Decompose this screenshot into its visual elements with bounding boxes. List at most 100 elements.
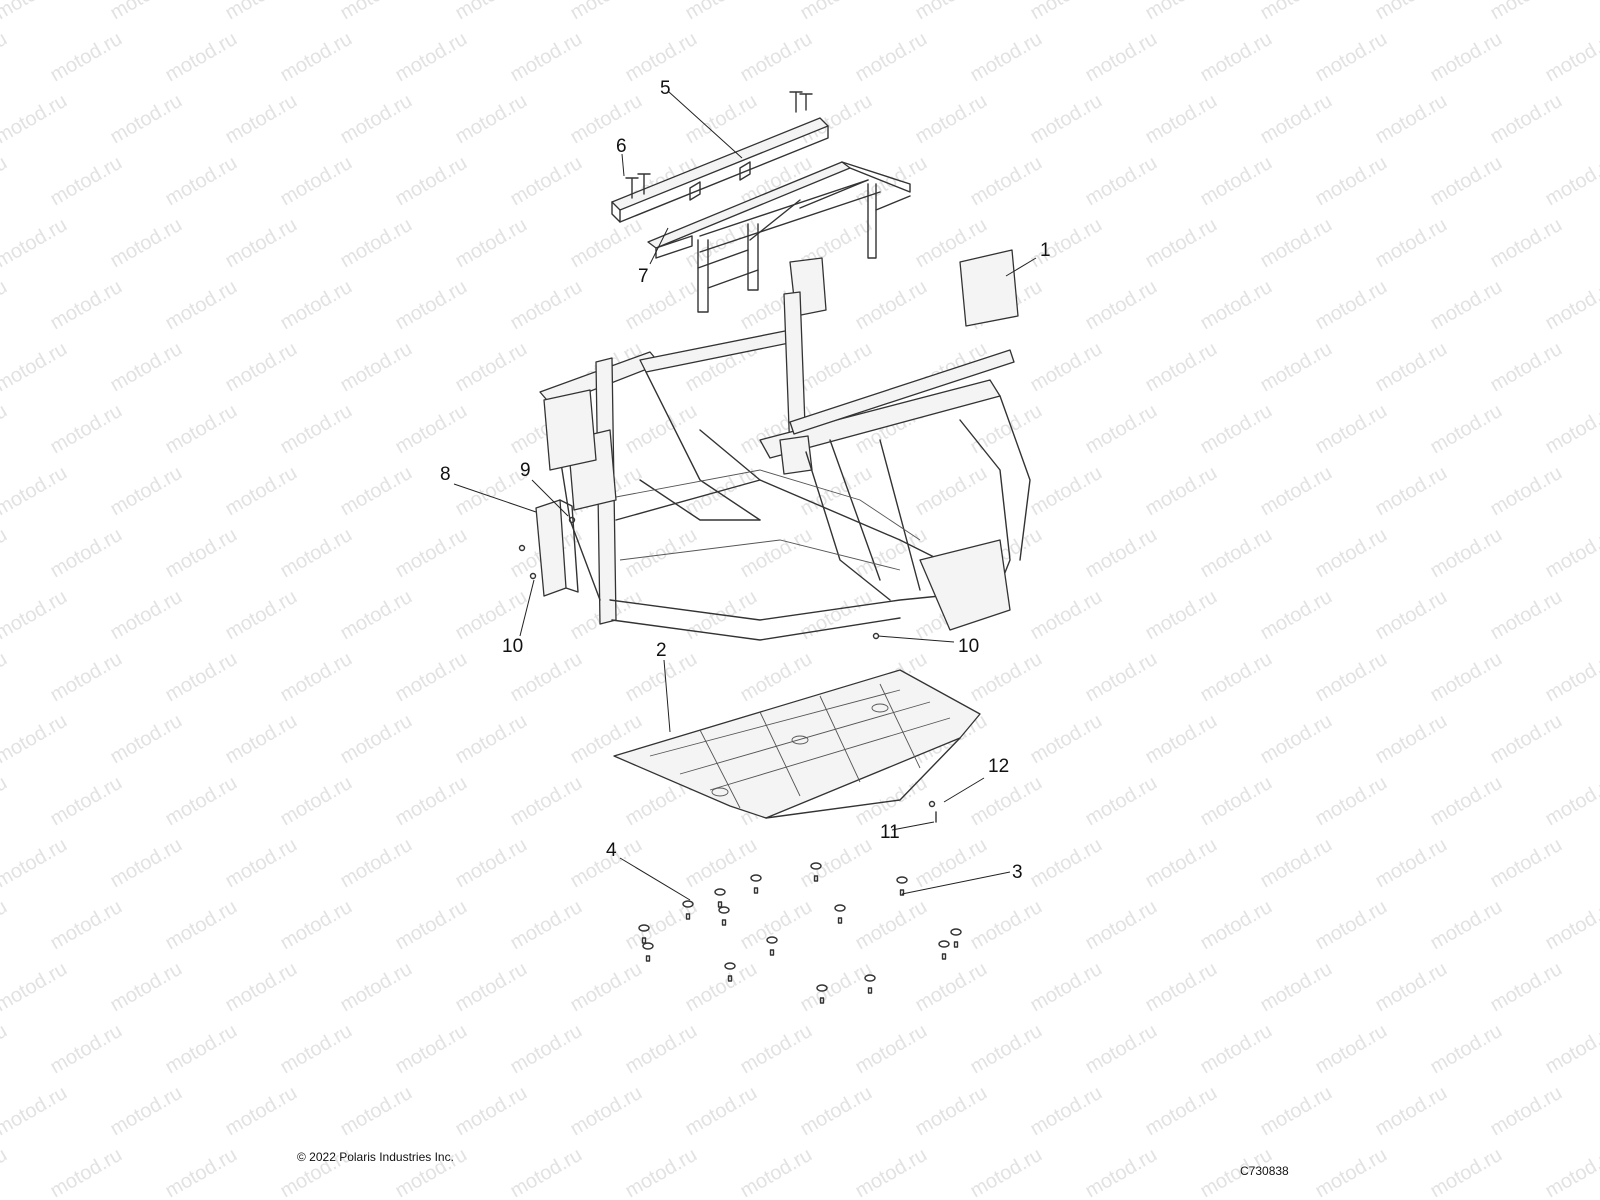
watermark-text: motod.ru (852, 1020, 931, 1079)
fastener-nut (864, 974, 876, 982)
watermark-text: motod.ru (1257, 462, 1336, 521)
upper-support-frame (611, 91, 911, 313)
fastener-set (638, 862, 962, 1004)
watermark-text: motod.ru (162, 648, 241, 707)
watermark-text: motod.ru (337, 710, 416, 769)
copyright-notice: © 2022 Polaris Industries Inc. (297, 1150, 454, 1164)
watermark-text: motod.ru (1427, 1020, 1506, 1079)
watermark-text: motod.ru (0, 400, 11, 459)
watermark-text: motod.ru (1142, 462, 1221, 521)
watermark-text: motod.ru (107, 958, 186, 1017)
watermark-text: motod.ru (277, 400, 356, 459)
watermark-text: motod.ru (1372, 586, 1451, 645)
watermark-text: motod.ru (1542, 28, 1600, 87)
watermark-text: motod.ru (797, 1082, 876, 1141)
watermark-text: motod.ru (337, 1082, 416, 1141)
fastener-nut (834, 904, 846, 912)
watermark-text: motod.ru (277, 28, 356, 87)
fastener-screw (813, 875, 819, 882)
watermark-text: motod.ru (1027, 338, 1106, 397)
watermark-text: motod.ru (452, 1082, 531, 1141)
fastener-nut (938, 940, 950, 948)
watermark-text: motod.ru (737, 524, 816, 583)
watermark-text: motod.ru (1257, 710, 1336, 769)
watermark-text: motod.ru (1427, 1144, 1506, 1200)
watermark-text: motod.ru (0, 648, 11, 707)
watermark-text: motod.ru (797, 834, 876, 893)
watermark-text: motod.ru (1027, 462, 1106, 521)
watermark-text: motod.ru (682, 834, 761, 893)
callout-3: 3 (1012, 862, 1023, 883)
watermark-text: motod.ru (47, 276, 126, 335)
watermark-text: motod.ru (967, 896, 1046, 955)
watermark-text: motod.ru (737, 896, 816, 955)
watermark-text: motod.ru (1142, 958, 1221, 1017)
fastener-nut (638, 924, 650, 932)
watermark-text: motod.ru (107, 710, 186, 769)
watermark-text: motod.ru (277, 152, 356, 211)
watermark-text: motod.ru (967, 152, 1046, 211)
fastener-screw (645, 955, 651, 962)
watermark-text: motod.ru (622, 1020, 701, 1079)
leader-lines (453, 91, 1037, 901)
watermark-text: motod.ru (162, 1144, 241, 1200)
fastener-nut (714, 888, 726, 896)
watermark-text: motod.ru (1487, 462, 1566, 521)
fastener-screw (819, 997, 825, 1004)
watermark-text: motod.ru (1027, 834, 1106, 893)
watermark-text: motod.ru (622, 276, 701, 335)
watermark-text: motod.ru (1312, 772, 1391, 831)
watermark-text: motod.ru (0, 0, 71, 24)
fastener-nut (810, 862, 822, 870)
watermark-text: motod.ru (392, 648, 471, 707)
watermark-text: motod.ru (277, 276, 356, 335)
callout-11: 11 (880, 822, 900, 843)
watermark-text: motod.ru (392, 152, 471, 211)
watermark-text: motod.ru (507, 1144, 586, 1200)
watermark-text: motod.ru (107, 338, 186, 397)
watermark-text: motod.ru (622, 524, 701, 583)
watermark-text: motod.ru (1542, 400, 1600, 459)
watermark-text: motod.ru (852, 28, 931, 87)
watermark-text: motod.ru (47, 524, 126, 583)
watermark-text: motod.ru (1142, 338, 1221, 397)
fastener-nut (718, 906, 730, 914)
watermark-text: motod.ru (567, 214, 646, 273)
watermark-text: motod.ru (912, 90, 991, 149)
watermark-text: motod.ru (107, 0, 186, 24)
watermark-text: motod.ru (1427, 400, 1506, 459)
watermark-text: motod.ru (162, 1020, 241, 1079)
watermark-text: motod.ru (1312, 1020, 1391, 1079)
watermark-text: motod.ru (0, 710, 71, 769)
watermark-text: motod.ru (1142, 834, 1221, 893)
watermark-text: motod.ru (507, 276, 586, 335)
callout-10-right: 10 (958, 636, 979, 657)
watermark-text: motod.ru (797, 0, 876, 24)
watermark-text: motod.ru (1257, 214, 1336, 273)
watermark-text: motod.ru (392, 28, 471, 87)
fastener-nut (642, 942, 654, 950)
fastener-screw (727, 975, 733, 982)
watermark-text: motod.ru (162, 152, 241, 211)
watermark-text: motod.ru (1197, 896, 1276, 955)
watermark-text: motod.ru (107, 462, 186, 521)
watermark-text: motod.ru (0, 1082, 71, 1141)
watermark-text: motod.ru (1487, 0, 1566, 24)
watermark-text: motod.ru (1542, 524, 1600, 583)
fastener-screw (641, 937, 647, 944)
watermark-text: motod.ru (162, 896, 241, 955)
watermark-text: motod.ru (912, 1082, 991, 1141)
watermark-text: motod.ru (392, 1020, 471, 1079)
watermark-text: motod.ru (0, 152, 11, 211)
watermark-text: motod.ru (1197, 276, 1276, 335)
watermark-text: motod.ru (1257, 1082, 1336, 1141)
watermark-text: motod.ru (797, 958, 876, 1017)
watermark-text: motod.ru (737, 1020, 816, 1079)
watermark-text: motod.ru (567, 1082, 646, 1141)
watermark-text: motod.ru (47, 896, 126, 955)
watermark-text: motod.ru (682, 0, 761, 24)
watermark-text: motod.ru (967, 772, 1046, 831)
watermark-text: motod.ru (1427, 152, 1506, 211)
watermark-text: motod.ru (967, 1144, 1046, 1200)
watermark-text: motod.ru (1142, 90, 1221, 149)
